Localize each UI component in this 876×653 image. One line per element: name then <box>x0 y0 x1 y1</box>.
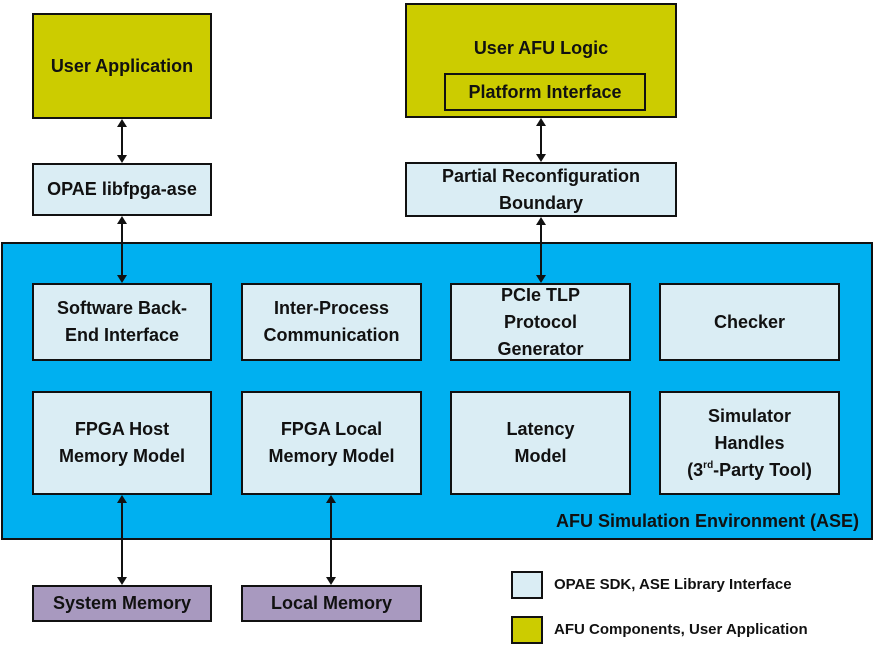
user-application-label: User Application <box>50 55 194 76</box>
latency-line1: Latency <box>506 419 575 439</box>
local-mem-line1: FPGA Local <box>280 419 383 439</box>
latency-line2: Model <box>514 446 567 466</box>
software-backend-interface-block: Software Back- End Interface <box>32 283 212 361</box>
fpga-host-memory-model-block: FPGA Host Memory Model <box>32 391 212 495</box>
sim-line3-pre: (3 <box>687 459 704 480</box>
inter-process-communication-block: Inter-Process Communication <box>241 283 422 361</box>
local-mem-line2: Memory Model <box>268 446 395 466</box>
pcie-line1: PCIe TLP <box>500 284 580 305</box>
legend-swatch-library <box>511 571 543 599</box>
sim-line3-sup: rd <box>703 459 714 471</box>
host-mem-line1: FPGA Host <box>74 419 170 439</box>
sim-line1: Simulator <box>707 405 791 426</box>
ipc-line2: Communication <box>263 325 400 345</box>
legend-swatch-afu <box>511 616 543 644</box>
pcie-line3: Generator <box>497 338 584 359</box>
system-memory-block: System Memory <box>32 585 212 622</box>
host-mem-line2: Memory Model <box>58 446 186 466</box>
opae-libfpga-ase-label: OPAE libfpga-ase <box>47 179 197 199</box>
software-backend-line2: End Interface <box>64 325 180 345</box>
local-memory-label: Local Memory <box>270 593 393 613</box>
ipc-line1: Inter-Process <box>273 298 390 318</box>
pr-boundary-block: Partial Reconfiguration Boundary <box>405 162 677 217</box>
checker-label: Checker <box>713 311 786 332</box>
user-afu-logic-label: User AFU Logic <box>473 38 609 58</box>
legend-label-library: OPAE SDK, ASE Library Interface <box>554 576 792 593</box>
sim-line2: Handles <box>714 432 785 453</box>
legend-label-afu: AFU Components, User Application <box>554 621 808 638</box>
pcie-line2: Protocol <box>503 311 577 332</box>
opae-libfpga-ase-block: OPAE libfpga-ase <box>32 163 212 216</box>
sim-line3-post: -Party Tool) <box>713 459 812 480</box>
fpga-local-memory-model-block: FPGA Local Memory Model <box>241 391 422 495</box>
system-memory-label: System Memory <box>52 593 192 613</box>
user-application-block: User Application <box>32 13 212 119</box>
latency-model-block: Latency Model <box>450 391 631 495</box>
user-afu-logic-block: User AFU Logic Platform Interface <box>405 3 677 118</box>
local-memory-block: Local Memory <box>241 585 422 622</box>
sim-line3: (3rd-Party Tool) <box>687 457 812 484</box>
platform-interface-label: Platform Interface <box>468 81 622 102</box>
platform-interface-block: Platform Interface <box>444 73 646 111</box>
software-backend-line1: Software Back- <box>56 298 188 318</box>
pr-boundary-line2: Boundary <box>498 192 583 213</box>
pcie-tlp-protocol-generator-block: PCIe TLP Protocol Generator <box>450 283 631 361</box>
simulator-handles-block: Simulator Handles (3rd-Party Tool) <box>659 391 840 495</box>
pr-boundary-line1: Partial Reconfiguration <box>441 165 641 186</box>
checker-block: Checker <box>659 283 840 361</box>
ase-label: AFU Simulation Environment (ASE) <box>555 511 859 531</box>
